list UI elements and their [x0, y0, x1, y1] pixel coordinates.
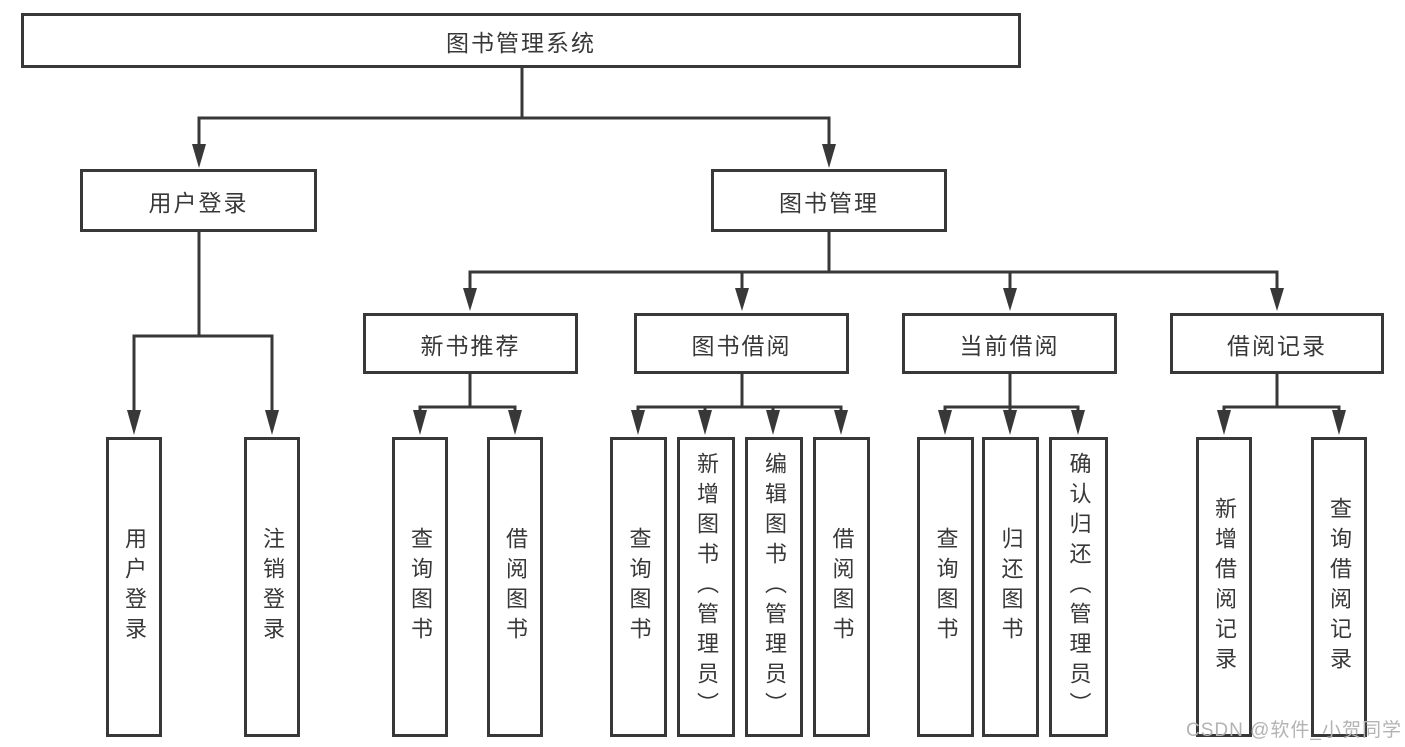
leaf-query-books-recommend: 查询图书 — [392, 437, 448, 737]
leaf-logout: 注销登录 — [244, 437, 300, 737]
leaf-borrow-books-recommend: 借阅图书 — [487, 437, 543, 737]
leaf-add-borrow-record: 新增借阅记录 — [1196, 437, 1252, 737]
arrowheads — [127, 144, 1346, 435]
leaf-edit-book-admin: 编辑图书（管理员） — [745, 437, 803, 737]
node-borrow-records: 借阅记录 — [1170, 313, 1384, 374]
leaf-query-borrow-record: 查询借阅记录 — [1311, 437, 1367, 737]
node-book-borrow: 图书借阅 — [634, 313, 849, 374]
node-book-management: 图书管理 — [711, 169, 947, 232]
leaf-user-login: 用户登录 — [106, 437, 162, 737]
node-root: 图书管理系统 — [21, 13, 1021, 68]
leaf-return-book: 归还图书 — [982, 437, 1039, 737]
csdn-watermark: CSDN @软件_小贺同学 — [1186, 720, 1402, 741]
leaf-query-books-borrow: 查询图书 — [610, 437, 667, 737]
leaf-borrow-books: 借阅图书 — [813, 437, 870, 737]
node-user-login: 用户登录 — [80, 169, 317, 232]
node-current-borrow: 当前借阅 — [902, 313, 1117, 374]
leaf-add-book-admin: 新增图书（管理员） — [677, 437, 735, 737]
node-new-book-recommend: 新书推荐 — [363, 313, 578, 374]
leaf-confirm-return-admin: 确认归还（管理员） — [1049, 437, 1108, 737]
leaf-query-books-current: 查询图书 — [917, 437, 974, 737]
